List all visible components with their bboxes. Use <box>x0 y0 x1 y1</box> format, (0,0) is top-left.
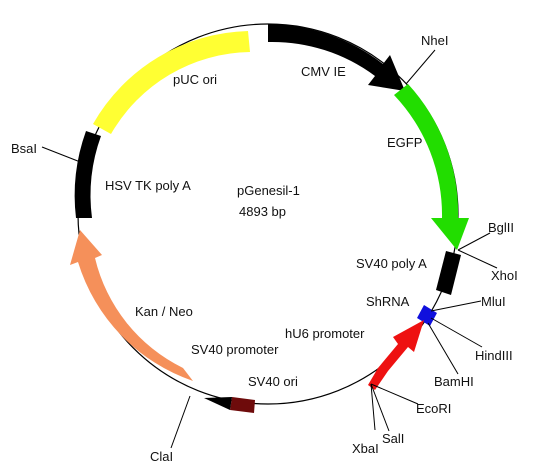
plasmid-size: 4893 bp <box>239 204 286 219</box>
site-label-clai: ClaI <box>150 449 173 464</box>
sv40-promoter-arrowhead <box>204 397 232 410</box>
site-label-bsai: BsaI <box>11 141 37 156</box>
cmv-ie-arrow <box>268 24 405 91</box>
egfp-arrow <box>394 84 469 250</box>
feature-label-egfp: EGFP <box>387 135 422 150</box>
sali-leader <box>370 383 390 432</box>
plasmid-name: pGenesil-1 <box>237 183 300 198</box>
site-label-sali: SalI <box>382 431 404 446</box>
bsai-leader <box>41 146 89 166</box>
site-label-bglii: BglII <box>488 220 514 235</box>
feature-label-cmv-ie: CMV IE <box>301 64 346 79</box>
ecori-leader <box>370 383 419 405</box>
nhei-leader <box>405 49 436 85</box>
site-label-mlui: MluI <box>481 294 506 309</box>
site-label-xbai: XbaI <box>352 441 379 456</box>
feature-label-puc-ori: pUC ori <box>173 72 217 87</box>
hindiii-leader <box>430 317 483 348</box>
site-label-xhoi: XhoI <box>491 268 518 283</box>
site-label-nhei: NheI <box>421 33 448 48</box>
clai-leader <box>170 395 191 449</box>
shrna-block <box>417 305 437 326</box>
feature-label-hu6-promoter: hU6 promoter <box>285 326 365 341</box>
bamhi-leader <box>427 322 459 375</box>
site-label-bamhi: BamHI <box>434 374 474 389</box>
feature-label-sv40-ori: SV40 ori <box>248 374 298 389</box>
feature-label-sv40-promoter: SV40 promoter <box>191 342 279 357</box>
feature-label-sv40-poly-a: SV40 poly A <box>356 256 427 271</box>
mlui-leader <box>430 300 482 312</box>
sv40-ori-block <box>230 397 255 413</box>
bglii-leader <box>457 232 491 251</box>
hsv-tk-poly-a-block <box>74 131 101 218</box>
xhoi-leader <box>457 249 498 269</box>
feature-label-kan-neo: Kan / Neo <box>135 304 193 319</box>
kan-neo-arrow <box>70 230 193 381</box>
feature-label-shrna: ShRNA <box>366 294 410 309</box>
sv40-poly-a-block <box>436 251 461 295</box>
xbai-leader <box>370 383 376 431</box>
puc-ori-segment <box>93 31 250 134</box>
hu6-promoter-arrow <box>368 320 424 390</box>
site-label-ecori: EcoRI <box>416 401 451 416</box>
site-label-hindiii: HindIII <box>475 348 513 363</box>
feature-label-hsv-tk-poly-a: HSV TK poly A <box>105 178 191 193</box>
